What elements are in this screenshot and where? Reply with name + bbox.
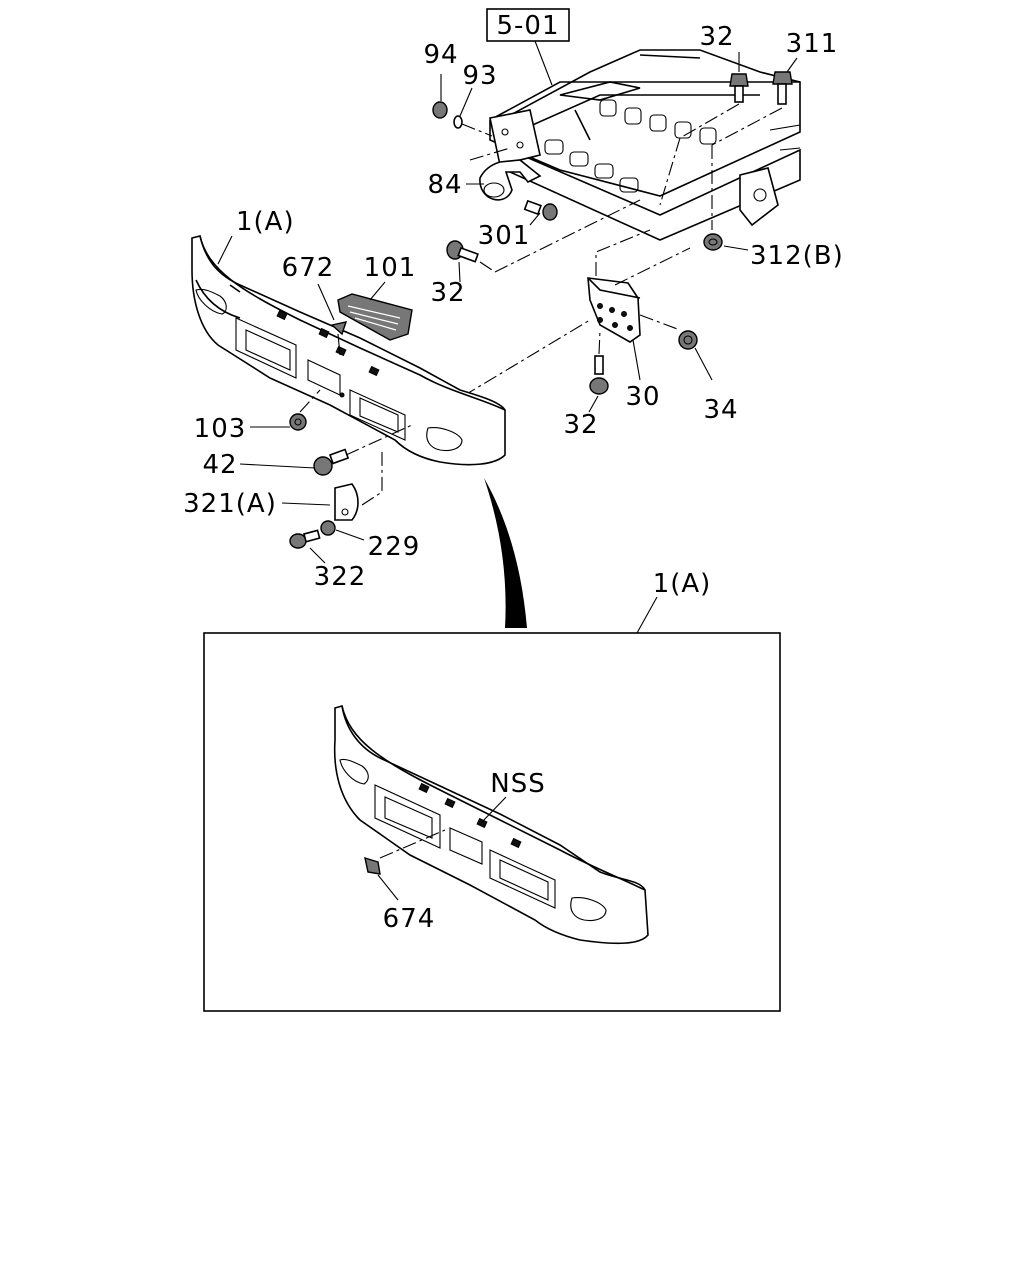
part-672-clip <box>317 283 348 356</box>
label-93: 93 <box>462 61 497 91</box>
label-32-bottom: 32 <box>563 410 598 440</box>
label-32-top: 32 <box>699 22 734 52</box>
label-311: 311 <box>786 29 839 59</box>
inset-panel <box>203 596 781 1012</box>
label-94: 94 <box>423 40 458 70</box>
label-42: 42 <box>202 450 237 480</box>
label-101: 101 <box>364 253 417 283</box>
part-94-nut <box>432 74 448 119</box>
label-321a: 321(A) <box>183 489 277 519</box>
chassis-frame <box>489 49 801 241</box>
reference-box: 5-01 <box>486 8 570 86</box>
label-34: 34 <box>703 395 738 425</box>
part-32-bolt-left <box>446 199 641 283</box>
part-312b-nut <box>703 233 749 251</box>
part-32-bolt-top <box>659 52 749 206</box>
part-322-bolt <box>289 529 326 564</box>
part-84-tow-hook <box>466 147 542 201</box>
part-103-nut <box>250 389 321 431</box>
part-101-pad <box>337 281 413 341</box>
inset-label-674: 674 <box>383 904 436 934</box>
label-32-left: 32 <box>430 278 465 308</box>
reference-label: 5-01 <box>496 11 559 41</box>
label-30: 30 <box>625 382 660 412</box>
label-1a: 1(A) <box>236 207 295 237</box>
part-229-nut <box>320 520 365 541</box>
inset-label-1a: 1(A) <box>653 569 712 599</box>
label-322: 322 <box>314 562 367 592</box>
part-34-nut <box>678 330 713 381</box>
label-229: 229 <box>368 532 421 562</box>
part-42-bolt <box>239 424 413 476</box>
label-301: 301 <box>478 221 531 251</box>
label-103: 103 <box>194 414 247 444</box>
label-312b: 312(B) <box>750 241 844 271</box>
part-30-bracket <box>587 229 691 381</box>
part-311-bolt <box>711 57 798 230</box>
part-1a-bumper <box>191 235 506 466</box>
detail-arrow <box>484 478 527 628</box>
label-672: 672 <box>282 253 335 283</box>
part-301-bolt <box>523 199 558 226</box>
label-84: 84 <box>427 170 462 200</box>
callout-labels: 94 93 32 311 84 301 312(B) 32 1(A) 672 1… <box>183 22 844 934</box>
part-93-washer <box>453 87 493 137</box>
part-32-bolt-bottom <box>588 329 609 413</box>
inset-label-nss: NSS <box>490 769 545 799</box>
part-321a-bracket <box>281 448 383 521</box>
